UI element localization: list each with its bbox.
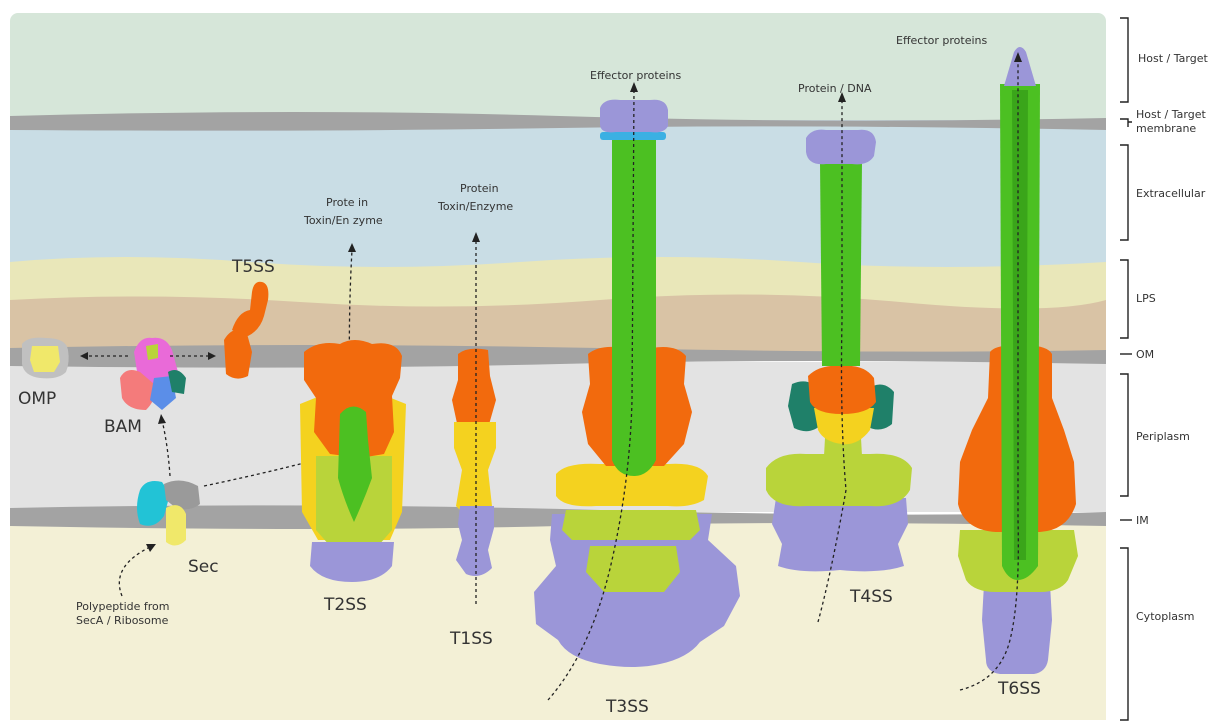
layer-label-periplasm: Periplasm bbox=[1136, 430, 1190, 443]
layer-label-om: OM bbox=[1136, 348, 1154, 361]
extracellular-region bbox=[10, 120, 1106, 270]
t3ss-sorting-ring bbox=[562, 510, 700, 540]
label-t2ss: T2SS bbox=[323, 595, 367, 615]
label-t6ss: T6SS bbox=[997, 679, 1041, 699]
layer-label-cytoplasm: Cytoplasm bbox=[1136, 610, 1194, 623]
t3ss-needle bbox=[612, 140, 656, 476]
layer-label-extracellular: Extracellular bbox=[1136, 187, 1206, 200]
bracket-cytoplasm bbox=[1120, 548, 1128, 720]
layer-label-lps: LPS bbox=[1136, 292, 1156, 305]
t4ss-pilus bbox=[820, 162, 862, 366]
t2ss-complex bbox=[300, 340, 406, 582]
t1ss-cargo-line2: Toxin/Enzyme bbox=[437, 200, 513, 213]
bracket-periplasm bbox=[1120, 374, 1128, 496]
sec-cargo-line2: SecA / Ribosome bbox=[76, 614, 169, 627]
bracket-extracellular bbox=[1120, 145, 1128, 240]
layer-label-host-membrane-2: membrane bbox=[1136, 122, 1196, 135]
layer-label-host-membrane-1: Host / Target bbox=[1136, 108, 1206, 121]
t6ss-inner-tube bbox=[1012, 90, 1028, 560]
t4ss-tip bbox=[806, 130, 876, 165]
label-t4ss: T4SS bbox=[849, 587, 893, 607]
bam-lime bbox=[146, 344, 158, 360]
label-bam: BAM bbox=[104, 417, 142, 437]
t1ss-cargo-line1: Protein bbox=[460, 182, 499, 195]
t2ss-cargo-line2: Toxin/En zyme bbox=[303, 214, 383, 227]
sec-yellow bbox=[166, 505, 186, 545]
t6ss-cargo: Effector proteins bbox=[896, 34, 988, 47]
layer-label-im: IM bbox=[1136, 514, 1149, 527]
t4ss-lime bbox=[766, 454, 912, 506]
t3ss-translocon-membrane bbox=[600, 132, 666, 140]
t2ss-cargo-line1: Prote in bbox=[326, 196, 368, 209]
label-t5ss: T5SS bbox=[231, 257, 275, 277]
bracket-host bbox=[1120, 18, 1128, 102]
t6ss-purple-base bbox=[982, 584, 1052, 674]
omp-complex bbox=[22, 338, 69, 379]
t4ss-purple bbox=[772, 498, 908, 571]
t1ss-purple bbox=[456, 506, 494, 576]
label-t1ss: T1SS bbox=[449, 629, 493, 649]
sec-cargo-line1: Polypeptide from bbox=[76, 600, 169, 613]
omp-core bbox=[30, 346, 60, 372]
t4ss-cargo: Protein / DNA bbox=[798, 82, 872, 95]
bracket-lps bbox=[1120, 260, 1128, 338]
bracket-host-membrane bbox=[1120, 119, 1132, 127]
layer-brackets: Host / Target Host / Target membrane Ext… bbox=[1120, 18, 1208, 720]
t3ss-cargo: Effector proteins bbox=[590, 69, 682, 82]
label-sec: Sec bbox=[188, 557, 219, 577]
t3ss-atpase bbox=[586, 546, 680, 592]
label-t3ss: T3SS bbox=[605, 697, 649, 717]
label-omp: OMP bbox=[18, 389, 56, 409]
host-region bbox=[10, 13, 1106, 127]
layer-label-host: Host / Target bbox=[1138, 52, 1208, 65]
